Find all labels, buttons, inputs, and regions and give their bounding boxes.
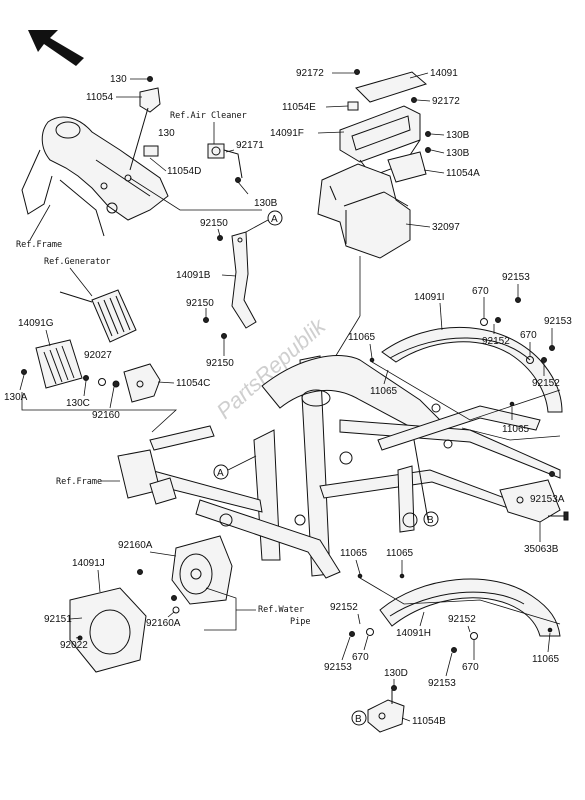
label-92171: 92171 <box>236 140 264 151</box>
label-92160A-2: 92160A <box>146 618 181 629</box>
regulator-unit <box>59 289 137 343</box>
bracket-11054C <box>123 363 161 403</box>
label-14091F: 14091F <box>270 128 304 139</box>
label-14091B: 14091B <box>176 270 211 281</box>
label-11065-5: 11065 <box>386 548 414 559</box>
label-92172-top: 92172 <box>296 68 324 79</box>
label-14091G: 14091G <box>18 318 54 329</box>
frame-head-section <box>21 116 169 237</box>
fender-14091H <box>379 578 561 637</box>
ref-water-pipe-2: Pipe <box>290 617 310 627</box>
label-11065-2: 11065 <box>370 386 398 397</box>
label-11065-6: 11065 <box>532 654 560 665</box>
label-92160A-1: 92160A <box>118 540 153 551</box>
label-11054C: 11054C <box>176 378 210 389</box>
bracket-11054B <box>367 690 405 733</box>
engine-side-part <box>171 535 233 605</box>
label-92153-2: 92153 <box>544 316 572 327</box>
battery-case-32097 <box>317 163 411 259</box>
front-direction-arrow-icon <box>28 30 84 66</box>
label-130B-r2: 130B <box>446 148 470 159</box>
ref-frame-mid: Ref.Frame <box>56 477 102 487</box>
label-11054: 11054 <box>86 92 114 103</box>
callout-b-bottom: B <box>355 714 362 725</box>
label-92150-1: 92150 <box>200 218 228 229</box>
label-11054B: 11054B <box>412 716 446 727</box>
ref-air-cleaner: Ref.Air Cleaner <box>170 111 247 121</box>
callout-a-top: A <box>271 214 278 225</box>
label-92027: 92027 <box>84 350 112 361</box>
label-670-4: 670 <box>462 662 479 673</box>
label-92153A: 92153A <box>530 494 565 505</box>
label-92153-3: 92153 <box>324 662 352 673</box>
label-130D: 130D <box>384 668 408 679</box>
label-35063B: 35063B <box>524 544 559 555</box>
battery-cover-14091 <box>355 71 428 103</box>
main-frame <box>117 355 561 579</box>
label-130-mid: 130 <box>158 128 175 139</box>
label-92152-4: 92152 <box>448 614 476 625</box>
label-130B-r: 130B <box>446 130 470 141</box>
label-92150-3: 92150 <box>206 358 234 369</box>
cover-14091G <box>35 339 83 389</box>
bracket-14091B <box>231 231 257 329</box>
label-11054E: 11054E <box>282 102 316 113</box>
battery-holder-14091F <box>339 105 421 177</box>
fender-14091I <box>381 327 563 413</box>
label-92152-3: 92152 <box>330 602 358 613</box>
label-670-1: 670 <box>472 286 489 297</box>
label-32097: 32097 <box>432 222 460 233</box>
label-670-2: 670 <box>520 330 537 341</box>
label-92153-4: 92153 <box>428 678 456 689</box>
ref-water-pipe-1: Ref.Water <box>258 605 304 615</box>
label-92153-1: 92153 <box>502 272 530 283</box>
label-14091-top: 14091 <box>430 68 458 79</box>
label-92022: 92022 <box>60 640 88 651</box>
label-11054D: 11054D <box>167 166 201 177</box>
label-130C: 130C <box>66 398 90 409</box>
label-92152-1: 92152 <box>482 336 510 347</box>
label-92150-2: 92150 <box>186 298 214 309</box>
label-11065-3: 11065 <box>502 424 530 435</box>
label-92151: 92151 <box>44 614 72 625</box>
ref-generator: Ref.Generator <box>44 257 111 267</box>
callout-a-frame: A <box>217 468 224 479</box>
label-130A: 130A <box>4 392 28 403</box>
battery-bracket-11054A <box>387 151 427 183</box>
label-11065-1: 11065 <box>348 332 376 343</box>
label-92152-2: 92152 <box>532 378 560 389</box>
label-130-top: 130 <box>110 74 127 85</box>
label-11054A: 11054A <box>446 168 480 179</box>
ref-frame-top: Ref.Frame <box>16 240 62 250</box>
label-14091J: 14091J <box>72 558 105 569</box>
label-14091I: 14091I <box>414 292 445 303</box>
label-11065-4: 11065 <box>340 548 368 559</box>
label-14091H: 14091H <box>396 628 431 639</box>
callout-b-frame: B <box>427 515 434 526</box>
label-670-3: 670 <box>352 652 369 663</box>
label-130B-left: 130B <box>254 198 278 209</box>
bracket-35063B <box>499 479 569 523</box>
label-92160: 92160 <box>92 410 120 421</box>
cover-14091J <box>69 587 147 673</box>
label-92172-r: 92172 <box>432 96 460 107</box>
